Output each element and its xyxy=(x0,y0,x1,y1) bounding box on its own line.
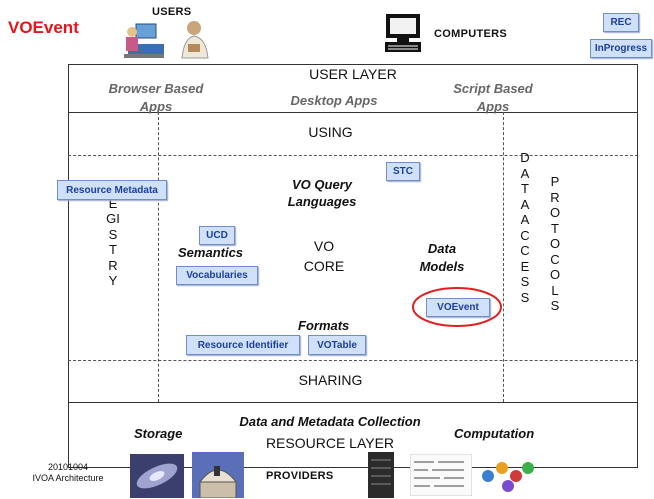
voevent-tag: VOEvent xyxy=(426,298,490,317)
formats-label: Formats xyxy=(298,318,350,333)
footer-caption: 20101004 IVOA Architecture xyxy=(30,462,106,484)
diagram-title: VOEvent xyxy=(8,18,79,37)
vo-core-label: VO CORE xyxy=(303,238,345,274)
browser-apps-label: Browser Based Apps xyxy=(108,81,204,114)
voevent-highlight-ring xyxy=(412,287,502,327)
resource-layer-divider xyxy=(68,402,638,403)
sharing-label: SHARING xyxy=(298,372,363,388)
footer-caption-text: IVOA Architecture xyxy=(32,473,104,483)
footer-date: 20101004 xyxy=(47,462,89,472)
equations-note-icon xyxy=(410,454,472,496)
resource-identifier-tag: Resource Identifier xyxy=(186,335,300,355)
data-access-divider xyxy=(503,112,504,402)
protocols-label: PROTOCOLS xyxy=(549,174,561,313)
using-label: USING xyxy=(308,124,353,140)
users-label: USERS xyxy=(152,6,192,18)
observatory-icon xyxy=(192,452,244,498)
scientist-icon xyxy=(181,21,209,59)
data-models-label: Data Models xyxy=(419,241,465,274)
resource-metadata-tag: Resource Metadata xyxy=(57,180,167,200)
stc-tag: STC xyxy=(386,162,420,181)
rec-status-badge: REC xyxy=(603,13,639,32)
data-access-label: DATA ACCESS xyxy=(520,150,530,305)
providers-label: PROVIDERS xyxy=(266,470,334,482)
vocabularies-tag: Vocabularies xyxy=(176,266,258,285)
semantics-label: Semantics xyxy=(178,245,244,260)
people-network-icon xyxy=(482,462,534,492)
collection-label: Data and Metadata Collection xyxy=(239,414,421,429)
using-divider xyxy=(68,155,638,156)
registry-divider xyxy=(158,112,159,402)
desktop-apps-label: Desktop Apps xyxy=(290,93,378,108)
architecture-frame xyxy=(68,64,638,468)
ucd-tag: UCD xyxy=(199,226,235,245)
user-at-desk-icon xyxy=(124,23,164,58)
votable-tag: VOTable xyxy=(308,335,366,355)
sharing-divider xyxy=(68,360,638,361)
computation-label: Computation xyxy=(454,426,535,441)
server-rack-icon xyxy=(368,452,394,498)
inprogress-status-badge: InProgress xyxy=(590,39,652,58)
galaxy-image-icon xyxy=(130,454,184,498)
storage-label: Storage xyxy=(134,426,183,441)
computers-label: COMPUTERS xyxy=(434,28,507,40)
computer-icon xyxy=(385,14,421,52)
query-languages-label: VO Query Languages xyxy=(287,177,357,209)
user-layer-title: USER LAYER xyxy=(309,66,397,82)
script-apps-label: Script Based Apps xyxy=(453,81,533,114)
user-layer-divider xyxy=(68,112,638,113)
resource-layer-title: RESOURCE LAYER xyxy=(265,435,395,451)
